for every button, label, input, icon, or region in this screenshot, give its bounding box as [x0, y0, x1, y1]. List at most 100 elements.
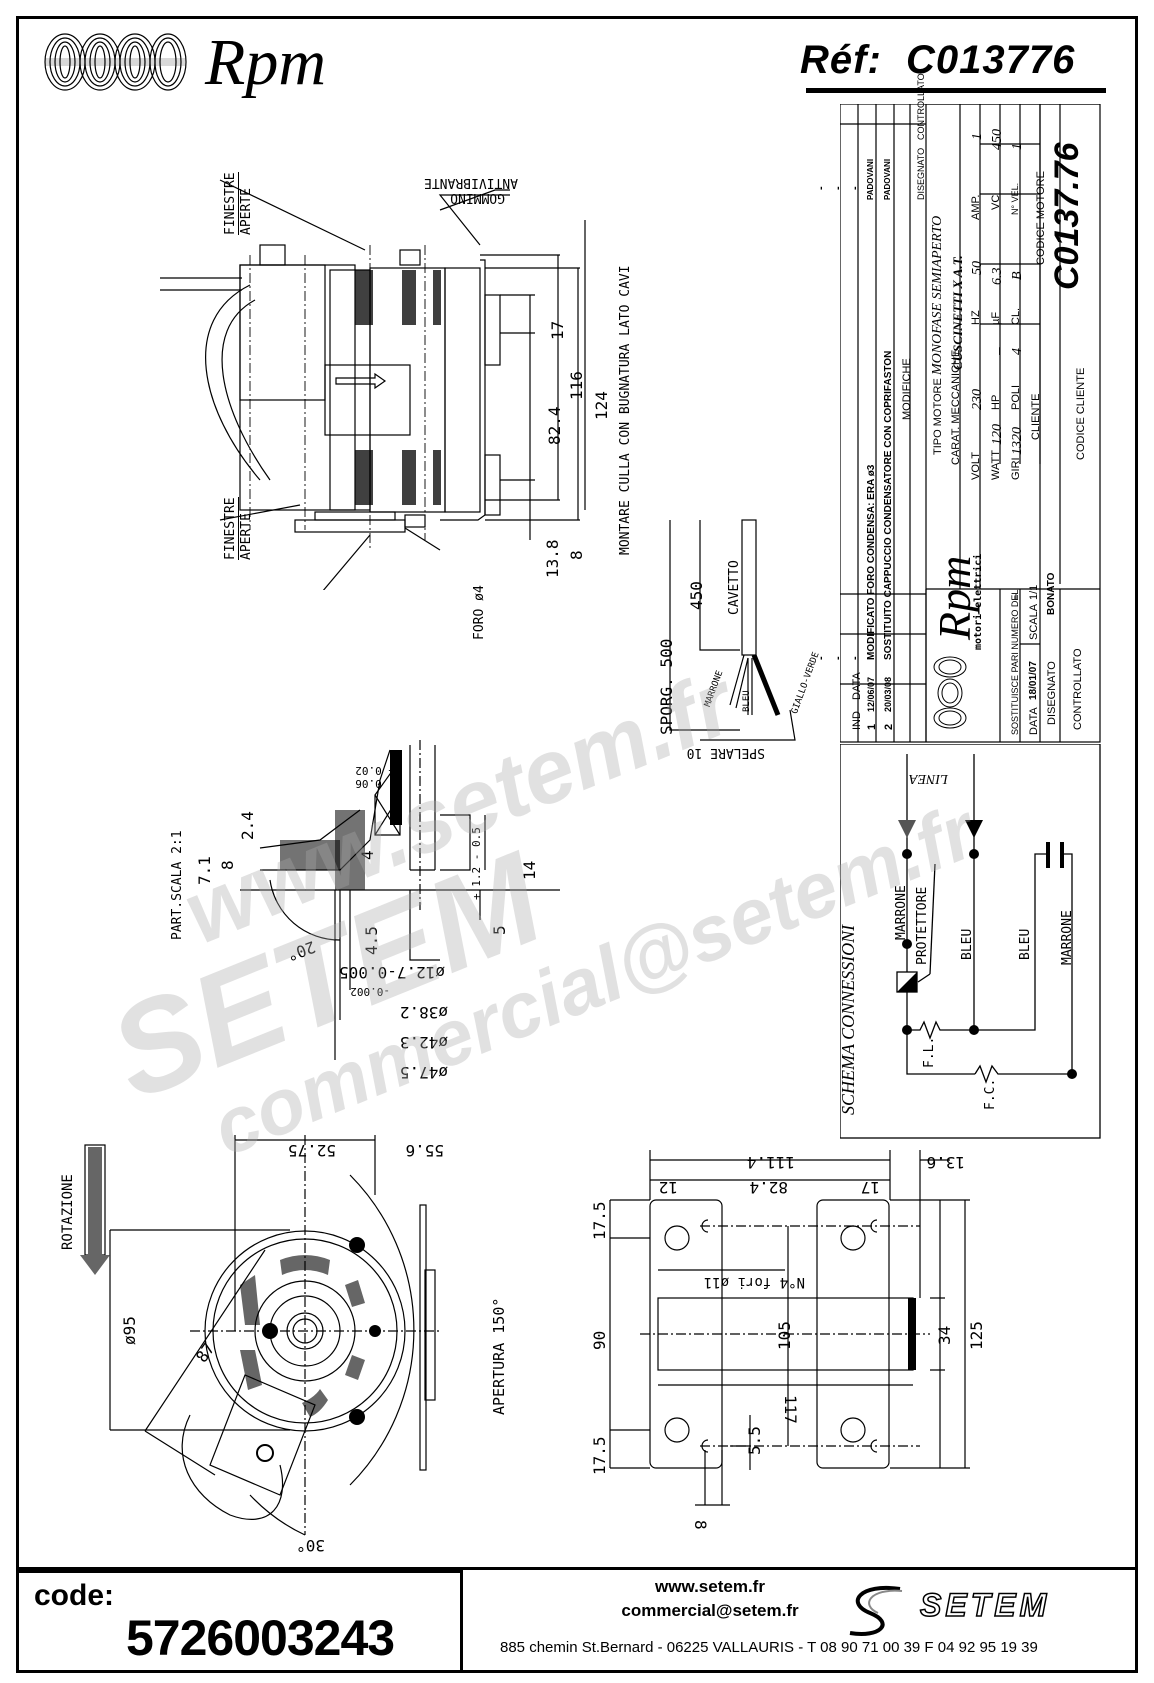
cliente-label: CLIENTE [1030, 393, 1042, 440]
bracket-dim-117: 117 [781, 1395, 800, 1424]
bracket-dim-111-4: 111.4 [746, 1153, 795, 1172]
detail-dim-8: 8 [218, 860, 237, 870]
wiring-schema [840, 744, 1101, 1139]
detail-dia-12-7-tol: -0.002 [350, 985, 390, 998]
detail-section-drawing [240, 740, 560, 1060]
gommino-label: GOMMINO [450, 190, 505, 205]
email-link[interactable]: commercial@setem.fr [621, 1601, 799, 1620]
revision-data-header: DATA [851, 672, 863, 700]
setem-swirl-icon [849, 1585, 903, 1636]
detail-dim-4-5: 4.5 [362, 926, 381, 955]
bracket-dim-13-6: 13.6 [926, 1153, 965, 1172]
bracket-dim-12: 12 [658, 1178, 678, 1197]
fc-label: F.C. [983, 1078, 998, 1110]
coil-small-logo-icon [933, 656, 967, 729]
coil-logo-icon [44, 33, 187, 91]
title-block-grid [840, 104, 1101, 743]
detail-dia-38-2: ø38.2 [399, 1003, 448, 1022]
drawing-sheet [16, 16, 1138, 1673]
dim-8: 8 [567, 550, 586, 560]
brand-name: Rpm [205, 26, 326, 99]
bracket-dim-17: 17 [860, 1178, 880, 1197]
front-dim-52-75: 52.75 [287, 1141, 336, 1160]
codice-motore-label: CODICE MOTORE [1035, 171, 1047, 265]
bracket-dim-82-4: 82.4 [749, 1178, 788, 1197]
wire-bleu: BLEU [742, 690, 752, 712]
codice-motore-value: C0137.76 [1048, 142, 1086, 290]
address: 885 chemin St.Bernard - 06225 VALLAURIS … [500, 1639, 1038, 1656]
detail-dia-12-7: ø12.7-0.005 [339, 963, 445, 982]
detail-dim-5-right: 5 [490, 925, 509, 935]
detail-dim-4: 4 [358, 850, 377, 860]
marrone-label-2: MARRONE [1060, 910, 1075, 965]
revision-ind-header: IND [851, 711, 863, 730]
website-link[interactable]: www.setem.fr [655, 1577, 765, 1596]
footer-divider [16, 1567, 1138, 1570]
finestre-aperte-bottom-label: FINESTRE APERTE [223, 497, 254, 560]
code-value: 5726003243 [126, 1610, 395, 1666]
bracket-view-drawing [609, 1150, 970, 1506]
reference-label: Réf: [800, 38, 882, 82]
detail-dim-2-4: 2.4 [238, 811, 257, 840]
fl-label: F.L. [922, 1036, 937, 1068]
dim-17: 17 [548, 320, 567, 340]
code-box: code: 5726003243 [16, 1570, 463, 1673]
sporg-label: SPORG. 500 [657, 638, 676, 735]
side-view-drawing [160, 179, 586, 590]
rotazione-label: ROTAZIONE [60, 1174, 76, 1250]
bleu-label-1: BLEU [960, 928, 975, 960]
linea-label: LINEA [909, 771, 948, 786]
front-angle-30: 30° [296, 1536, 325, 1555]
controllato-label: CONTROLLATO [1072, 648, 1084, 731]
bracket-dim-5-5: 5.5 [745, 1426, 764, 1455]
bracket-dim-90: 90 [590, 1330, 609, 1350]
dim-116: 116 [567, 371, 586, 400]
detail-dia-42-3: ø42.3 [399, 1033, 448, 1052]
cavetto-label: CAVETTO [727, 560, 742, 615]
company-subtitle: motori elettrici [973, 553, 984, 650]
bracket-dim-17-5-top: 17.5 [590, 1201, 609, 1240]
cable-450: 450 [687, 581, 706, 610]
spelare-label: SPELARE 10 [686, 745, 765, 760]
detail-dim-14: 14 [520, 860, 539, 880]
montare-note: MONTARE CULLA CON BUGNATURA LATO CAVI [618, 265, 633, 555]
schema-title: SCHEMA CONNESSIONI [838, 924, 858, 1115]
dim-13-8: 13.8 [543, 539, 562, 578]
cable-drawing [669, 519, 796, 741]
bleu-label-2: BLEU [1018, 928, 1033, 960]
revision-controllato-header: CONTROLLATO [916, 73, 926, 140]
detail-dia-47-5: ø47.5 [399, 1063, 448, 1082]
foro-label: FORO ø4 [472, 585, 487, 640]
antivibrante-label: ANTIVIBRANTE [424, 175, 518, 190]
dim-124: 124 [592, 391, 611, 420]
contact-block: www.setem.fr commercial@setem.fr SETEM 8… [470, 1573, 1130, 1673]
finestre-aperte-top-label: FINESTRE APERTE [223, 172, 254, 235]
bracket-dim-17-5-bottom: 17.5 [590, 1436, 609, 1475]
detail-dim-7-1: 7.1 [195, 856, 214, 885]
tipo-motore-label: TIPO MOTORE [932, 378, 944, 455]
code-label: code: [34, 1579, 115, 1612]
bracket-dim-105: 105 [775, 1321, 794, 1350]
bracket-dim-125: 125 [967, 1321, 986, 1350]
reference-underline [806, 88, 1106, 93]
front-apertura-label: APERTURA 150° [490, 1297, 508, 1415]
detail-tol-mid: + 1.2 - 0.5 [470, 827, 483, 900]
front-dim-55-6: 55.6 [405, 1141, 444, 1160]
dim-82-4: 82.4 [545, 406, 564, 445]
front-view-drawing [80, 1135, 440, 1536]
revision-disegnato-header: DISEGNATO [916, 147, 926, 200]
codice-cliente-label: CODICE CLIENTE [1075, 367, 1087, 460]
tipo-motore-value: MONOFASE SEMIAPERTO [930, 215, 945, 375]
reference: Réf: C013776 [800, 38, 1075, 83]
detail-title: PART.SCALA 2:1 [170, 830, 185, 940]
marrone-label-1: MARRONE [894, 885, 909, 940]
front-dim-dia95: ø95 [120, 1316, 139, 1345]
reference-value: C013776 [906, 38, 1076, 82]
revision-modifiche-header: MODIFICHE [901, 358, 913, 420]
detail-tol-top: - 0.06+ 0.02 [355, 764, 395, 790]
bracket-dim-34: 34 [935, 1325, 954, 1345]
carat-value: CUSCINETTI X A.T. [950, 255, 965, 370]
setem-wordmark: SETEM [919, 1586, 1051, 1624]
protettore-label: PROTETTORE [915, 886, 930, 965]
bracket-dim-8: 8 [691, 1520, 710, 1530]
